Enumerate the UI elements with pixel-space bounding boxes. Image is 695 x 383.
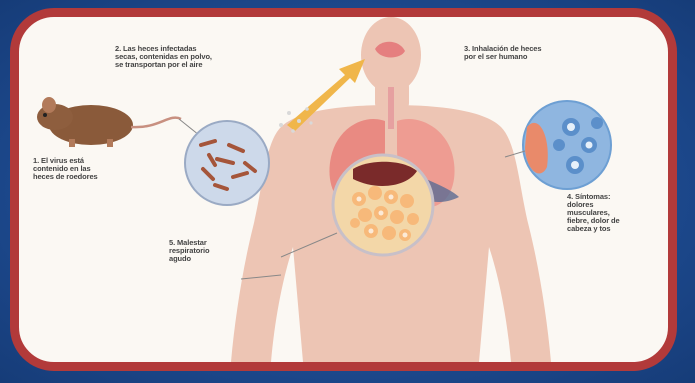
alveoli-magnified-icon [333,155,433,255]
label-step-5: 5. Malestar respiratorio agudo [169,239,209,263]
feces-magnified-icon [185,121,269,205]
virus-magnified-icon [523,101,611,189]
rodent-icon [37,97,181,147]
illustration-frame: 2. Las heces infectadas secas, contenida… [10,8,677,371]
label-step-2: 2. Las heces infectadas secas, contenida… [115,45,212,69]
label-step-1: 1. El virus está contenido en las heces … [33,157,98,181]
label-step-3: 3. Inhalación de heces por el ser humano [464,45,541,61]
label-step-4: 4. Síntomas: dolores musculares, fiebre,… [567,193,620,233]
